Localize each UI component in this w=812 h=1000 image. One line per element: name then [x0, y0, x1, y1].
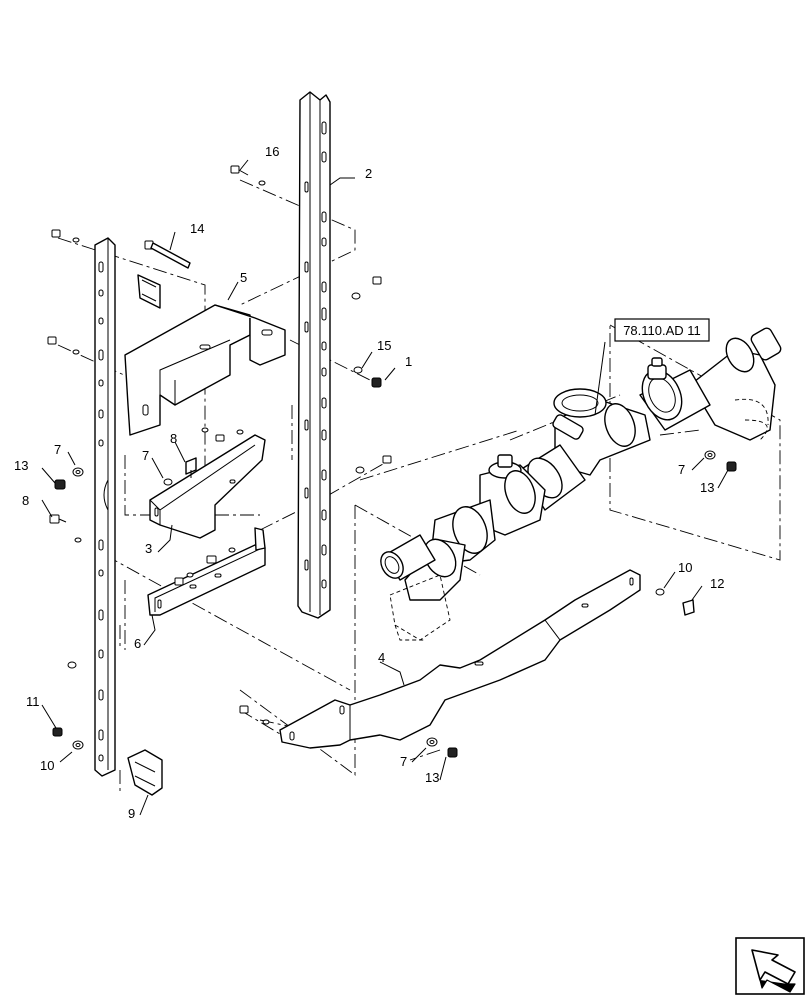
channel-slots [304, 121, 327, 589]
part-3-angled-bracket [149, 434, 266, 539]
upright-holes [98, 261, 104, 762]
callout-5: 5 [240, 270, 247, 285]
part-5-u-bracket [124, 304, 286, 436]
callout-4: 4 [378, 650, 385, 665]
callout-7-left: 7 [54, 442, 61, 457]
bolt-16 [230, 165, 266, 186]
callout-9: 9 [128, 806, 135, 821]
u-bolt-9 [127, 749, 163, 796]
callout-10-left: 10 [40, 758, 54, 773]
callout-13-bottom: 13 [425, 770, 439, 785]
callout-15: 15 [377, 338, 391, 353]
left-upright-post [94, 237, 116, 777]
u-bolt-upper [137, 274, 161, 309]
callout-10-right: 10 [678, 560, 692, 575]
callout-11: 11 [26, 694, 40, 709]
hardware [47, 165, 737, 796]
callout-7-right: 7 [678, 462, 685, 477]
callout-1: 1 [405, 354, 412, 369]
callout-16: 16 [265, 144, 279, 159]
callout-8-middle: 8 [170, 431, 177, 446]
callout-numbers: 16 2 14 5 15 1 7 13 8 7 8 3 6 11 10 9 4 … [14, 144, 724, 821]
bolt-14 [144, 240, 191, 269]
callout-7-bottom: 7 [400, 754, 407, 769]
valve-pipe-assembly [380, 327, 782, 641]
callout-3: 3 [145, 541, 152, 556]
callout-12: 12 [710, 576, 724, 591]
callout-6: 6 [134, 636, 141, 651]
callout-13-left: 13 [14, 458, 28, 473]
previous-page-arrow-icon[interactable] [735, 937, 805, 995]
part-2-vertical-channel [297, 91, 331, 619]
reference-label-box[interactable]: 78.110.AD 11 [614, 318, 710, 342]
callout-2: 2 [365, 166, 372, 181]
callout-14: 14 [190, 221, 204, 236]
part-6-flat-bar [147, 527, 266, 616]
callout-8-left: 8 [22, 493, 29, 508]
callout-7-middle: 7 [142, 448, 149, 463]
part-4-lower-bracket [279, 569, 641, 749]
leader-lines [41, 159, 729, 816]
callout-13-right: 13 [700, 480, 714, 495]
reference-label-text: 78.110.AD 11 [623, 323, 701, 338]
